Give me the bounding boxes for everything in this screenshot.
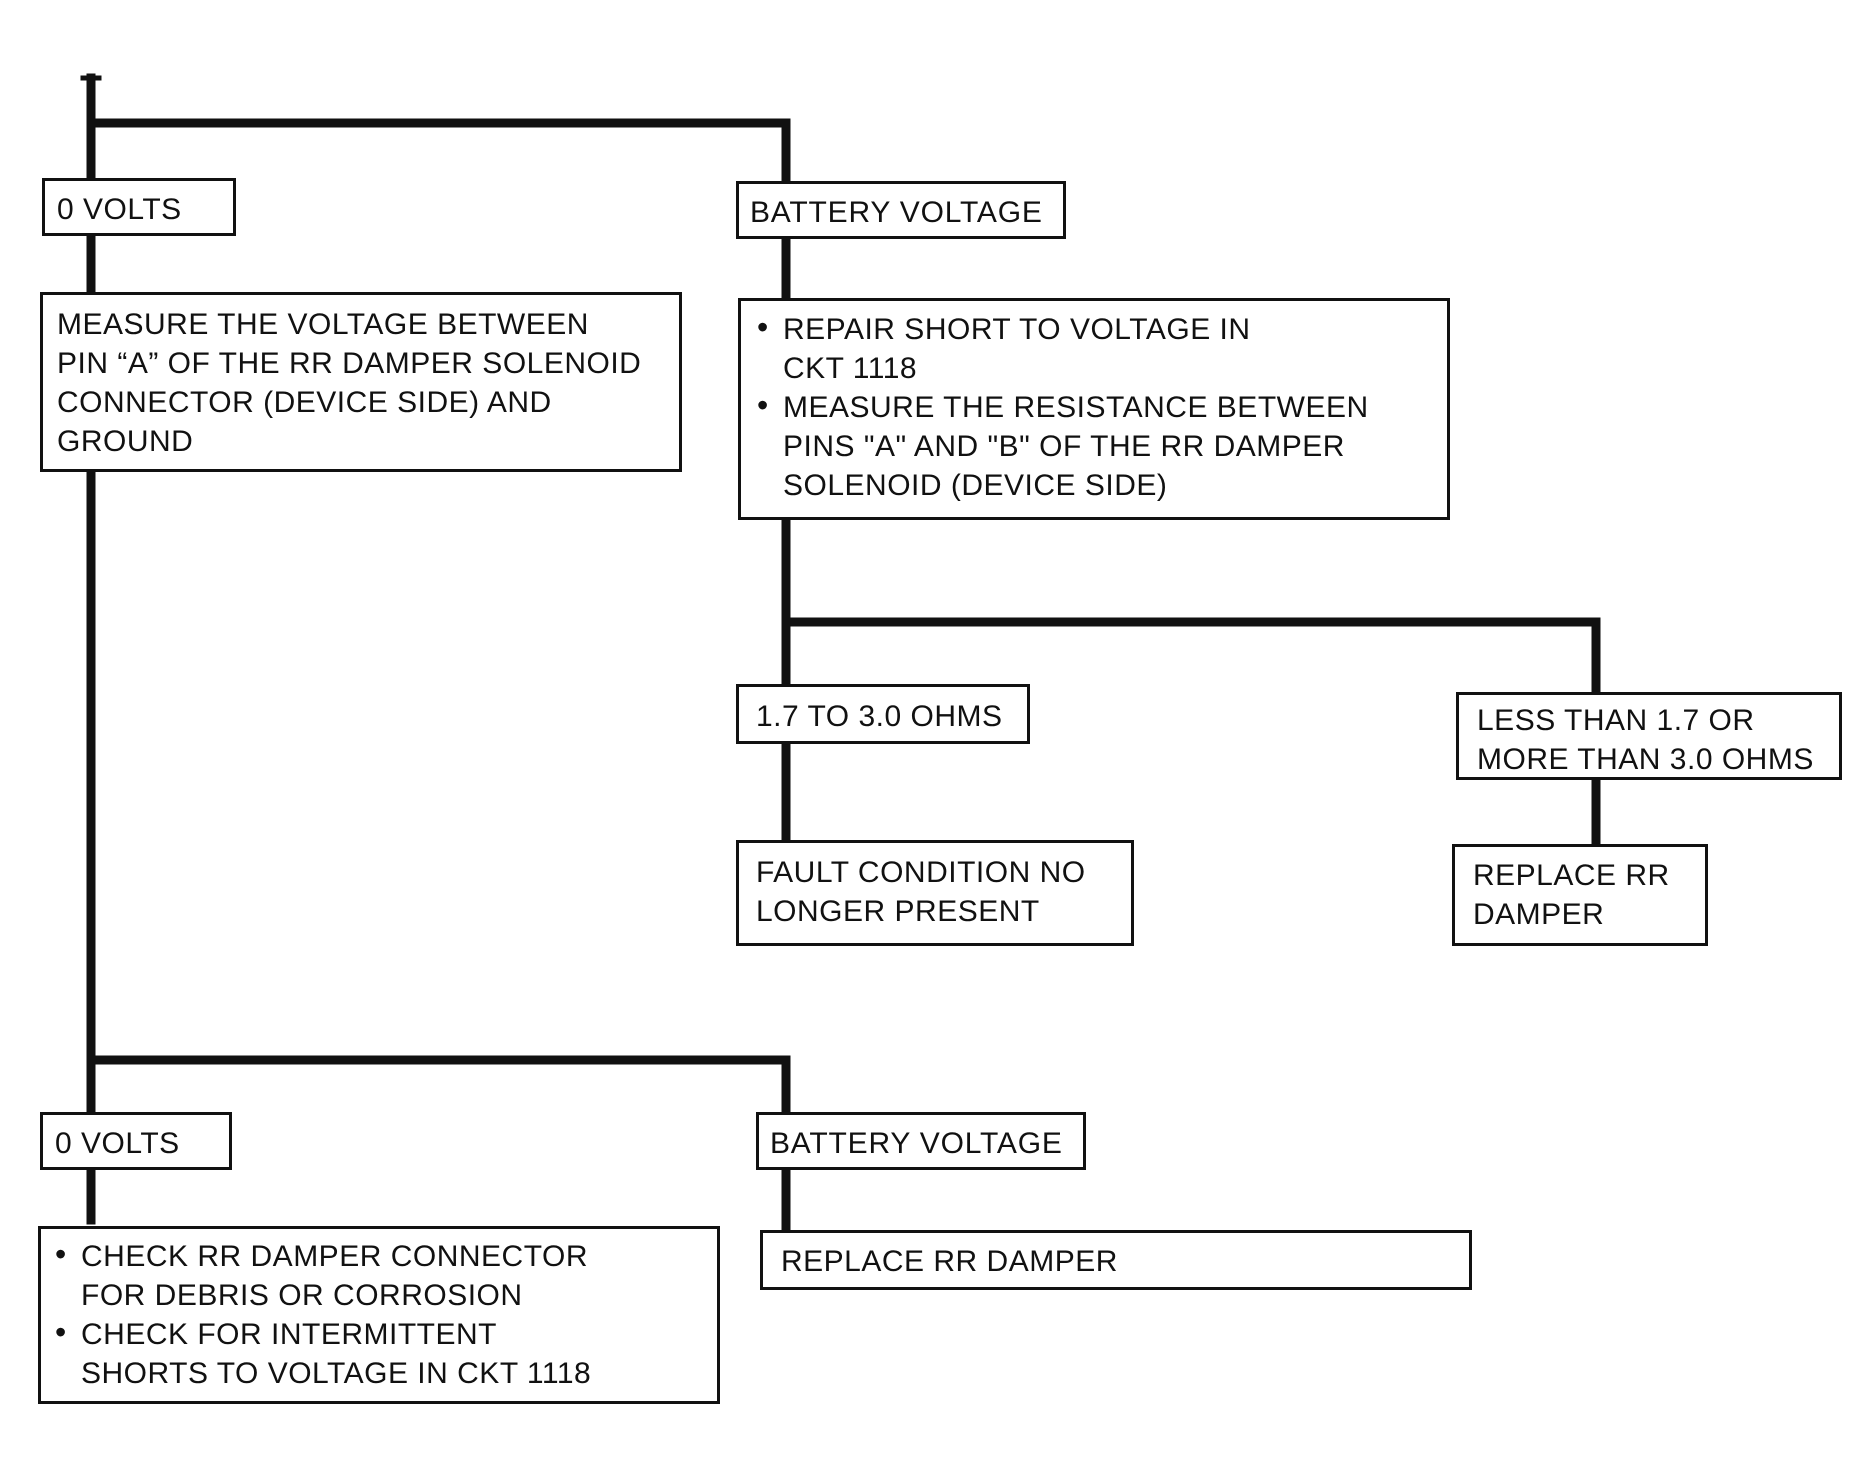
replace-damper-line: DAMPER	[1473, 898, 1605, 931]
ohms-out-of-range-line: LESS THAN 1.7 OR	[1477, 704, 1755, 737]
replace-damper-box: REPLACE RR DAMPER	[1452, 844, 1708, 946]
repair-step-line: MEASURE THE RESISTANCE BETWEEN	[783, 391, 1369, 424]
fault-cleared-line: FAULT CONDITION NO	[756, 856, 1086, 889]
ohms-out-of-range-line: MORE THAN 3.0 OHMS	[1477, 743, 1814, 776]
check-step-line: CHECK FOR INTERMITTENT	[81, 1318, 497, 1351]
top-zero-volts-box: 0 VOLTS	[42, 178, 236, 236]
fault-cleared-line: LONGER PRESENT	[756, 895, 1040, 928]
replace-damper-line: REPLACE RR	[1473, 859, 1670, 892]
measure-pin-a-line: CONNECTOR (DEVICE SIDE) AND	[57, 386, 552, 419]
ohms-in-range-box: 1.7 TO 3.0 OHMS	[736, 684, 1030, 744]
repair-step-line: PINS "A" AND "B" OF THE RR DAMPER	[783, 430, 1345, 463]
ohms-in-range-label: 1.7 TO 3.0 OHMS	[756, 700, 1003, 733]
bottom-battery-voltage-box: BATTERY VOLTAGE	[756, 1112, 1086, 1170]
check-step-line: FOR DEBRIS OR CORROSION	[81, 1279, 523, 1312]
bottom-battery-voltage-label: BATTERY VOLTAGE	[770, 1127, 1063, 1160]
check-connector-box: CHECK RR DAMPER CONNECTOR FOR DEBRIS OR …	[38, 1226, 720, 1404]
measure-pin-a-line: GROUND	[57, 425, 194, 458]
check-step-line: CHECK RR DAMPER CONNECTOR	[81, 1240, 588, 1273]
bottom-zero-volts-box: 0 VOLTS	[40, 1112, 232, 1170]
repair-step-line: SOLENOID (DEVICE SIDE)	[783, 469, 1168, 502]
check-step-line: SHORTS TO VOLTAGE IN CKT 1118	[81, 1357, 592, 1390]
repair-step-line: CKT 1118	[783, 352, 918, 385]
repair-step: MEASURE THE RESISTANCE BETWEEN PINS "A" …	[757, 386, 1447, 505]
repair-short-box: REPAIR SHORT TO VOLTAGE IN CKT 1118 MEAS…	[738, 298, 1450, 520]
ohms-out-of-range-box: LESS THAN 1.7 OR MORE THAN 3.0 OHMS	[1456, 692, 1842, 780]
measure-pin-a-line: MEASURE THE VOLTAGE BETWEEN	[57, 308, 589, 341]
fault-cleared-box: FAULT CONDITION NO LONGER PRESENT	[736, 840, 1134, 946]
replace-damper-bottom-label: REPLACE RR DAMPER	[781, 1245, 1118, 1278]
measure-pin-a-box: MEASURE THE VOLTAGE BETWEEN PIN “A” OF T…	[40, 292, 682, 472]
replace-damper-bottom-box: REPLACE RR DAMPER	[760, 1230, 1472, 1290]
check-step: CHECK RR DAMPER CONNECTOR FOR DEBRIS OR …	[55, 1235, 717, 1315]
top-zero-volts-label: 0 VOLTS	[57, 193, 182, 226]
repair-step-line: REPAIR SHORT TO VOLTAGE IN	[783, 313, 1251, 346]
bottom-zero-volts-label: 0 VOLTS	[55, 1127, 180, 1160]
check-step: CHECK FOR INTERMITTENT SHORTS TO VOLTAGE…	[55, 1313, 717, 1393]
top-battery-voltage-box: BATTERY VOLTAGE	[736, 181, 1066, 239]
measure-pin-a-line: PIN “A” OF THE RR DAMPER SOLENOID	[57, 347, 642, 380]
top-battery-voltage-label: BATTERY VOLTAGE	[750, 196, 1043, 229]
repair-step: REPAIR SHORT TO VOLTAGE IN CKT 1118	[757, 308, 1447, 388]
